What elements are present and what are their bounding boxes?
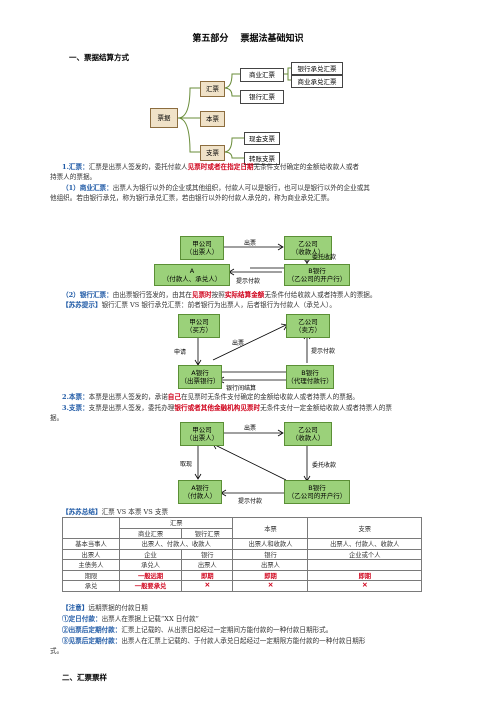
table-row: 出票人 企业 银行 银行 企业或个人 [62,548,422,560]
table-row: 基本当事人 出票人、付款人、收款人 出票人和收款人 出票人、付款人、收款人 [62,538,422,550]
tree-node-zhipiao: 支票 [200,145,225,161]
para-tip: 【苏苏提示】银行汇票 VS 银行承兑汇票：前者银行为出票人，后者银行为付款人（承… [62,301,336,309]
d2-jia: 甲公司（买方） [178,314,220,338]
para-zhipiao-cont: 据。 [50,414,64,422]
d1-b: B银行（乙公司的开户行） [284,264,350,286]
d1-label-wt: 委托收款 [312,254,337,261]
d3-label-wt: 委托收款 [312,462,337,469]
para-benpiao: 2.本票：本票是出票人签发的，承诺自己在见票时无条件支付确定的金额给收款人或者持… [62,393,360,401]
para-zhipiao: 3.支票：支票是出票人签发，委托办理银行或者其他金融机构见票时无条件支付一定金额… [62,404,392,412]
comparison-table: 汇票 本票 支票 商业汇票 银行汇票 基本当事人 出票人、付款人、收款人 出票人… [62,517,422,592]
d3-label-ts: 提示付款 [238,498,263,505]
tree-node-sycd: 商业承兑汇票 [291,75,343,88]
d2-label-sq: 申请 [174,349,187,356]
note-2: ②出票后定期付款：汇票上记载的、从出票日起经过一定期间方能付款的一种付款日期形式… [62,626,333,634]
summary-heading: 【苏苏总结】汇票 VS 本票 VS 支票 [62,508,169,516]
d2-b: B银行（代理付款行） [286,365,334,389]
table-row: 承兑 一般要承兑 ✕ ✕ ✕ [62,580,422,592]
d3-jia: 甲公司（出票人） [180,422,224,446]
d1-yi: 乙公司（收款人） [284,236,332,260]
d2-a: A银行（出票银行） [178,365,222,389]
note-heading: 【注意】远期票据的付款日期 [62,604,148,612]
para-huipiao: 1.汇票：汇票是出票人签发的，委托付款人见票时或者在指定日期无条件支付确定的金额… [62,163,360,171]
para-huipiao-cont: 持票人的票据。 [50,173,97,181]
tree-node-benpiao: 本票 [200,111,225,127]
d2-label-out: 出票 [232,340,245,347]
d1-a: A（付款人、承兑人） [154,264,230,286]
th-benpiao: 本票 [232,517,309,539]
d3-a: A银行（付款人） [178,480,222,504]
note-3-cont: 式。 [50,647,64,655]
para-shangye-cont: 他组织。若由银行承兑，称为银行承兑汇票，若由银行以外的付款人承兑的，称为商业承兑… [50,194,334,202]
th-shangye: 商业汇票 [118,527,183,539]
tree-node-zhuanzhang: 转账支票 [244,152,280,165]
d3-b: B银行（乙公司的开户行） [284,480,350,504]
d1-label-ts: 提示付款 [236,278,261,285]
d3-label-out: 出票 [244,425,257,432]
d2-yi: 乙公司（卖方） [286,314,330,338]
d2-label-js: 银行间结算 [226,385,257,392]
table-row: 主债务人 承兑人 出票人 出票人 [62,559,422,571]
tree-node-xianjin: 现金支票 [244,132,280,145]
para-yinhang: （2）银行汇票：由出票银行签发的，由其在见票时按照实际结算金额无条件付给收款人或… [62,291,377,299]
note-1: ①定日付款：出票人在票据上记载“XX 日付款” [62,615,199,623]
section-heading-1: 一、票据结算方式 [69,53,129,62]
tree-root-node: 票据 [150,108,178,128]
note-3: ③见票后定期付款：出票人在汇票上记载的、于付款人承兑日起经过一定期限方能付款的一… [62,637,366,645]
d1-label-out: 出票 [244,240,257,247]
d1-jia: 甲公司（出票人） [180,236,224,260]
para-shangye: （1）商业汇票：出票人为银行以外的企业或其他组织，付款人可以是银行，也可以是银行… [62,184,370,192]
tree-node-shangye: 商业汇票 [240,68,284,82]
d2-label-ts: 提示付款 [311,348,336,355]
th-zhipiao: 支票 [307,517,422,539]
d3-label-qx: 取现 [180,461,193,468]
tree-node-yhcd: 银行承兑汇票 [291,62,343,75]
table-row: 期限 一般远期 即期 即期 即期 [62,569,422,581]
section-heading-2: 二、汇票票样 [62,673,107,682]
tree-node-yinhang: 银行汇票 [240,90,284,104]
tree-node-huipiao: 汇票 [200,81,225,97]
th-yinhang: 银行汇票 [181,527,234,539]
page-title: 第五部分 票据法基础知识 [192,34,304,44]
th-huipiao: 汇票 [118,517,234,529]
d3-yi: 乙公司（收款人） [284,422,332,446]
